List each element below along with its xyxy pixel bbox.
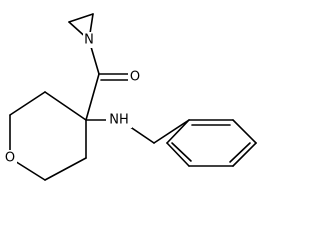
benzene-ring [166,119,257,167]
bond-oxane-c6-c5 [44,157,87,181]
label-bg-aziridine-n [83,32,96,48]
label-bg-carbonyl-o [128,69,142,85]
structure-diagram: N O NH O [3,13,257,181]
amine-label: NH [109,113,129,128]
bond-carbonyl-quaternary [85,73,100,121]
bond-ring-6 [166,119,190,144]
amide-group [85,39,135,121]
carbonyl-oxygen-label: O [130,70,140,85]
label-bg-ring-o [3,150,17,166]
bond-ring-inner-2 [229,142,251,163]
aziridine-nitrogen-label: N [84,33,94,48]
bond-oxane-c3-c2 [9,91,46,116]
atom-labels: N O NH O [3,32,142,166]
benzylamine-group [85,119,190,144]
bond-ring-2 [232,119,257,144]
bond-aziridine-c1-c2 [68,13,94,23]
bond-ring-inner-3 [171,142,192,162]
ring-oxygen-label: O [5,151,15,166]
bond-ring-3 [232,142,257,167]
oxane-ring [9,91,87,181]
bond-oxane-c4-c3 [44,91,87,121]
label-bg-amine [106,112,132,128]
bond-ch2-phenyl [153,119,190,144]
bond-ring-5 [166,142,190,167]
